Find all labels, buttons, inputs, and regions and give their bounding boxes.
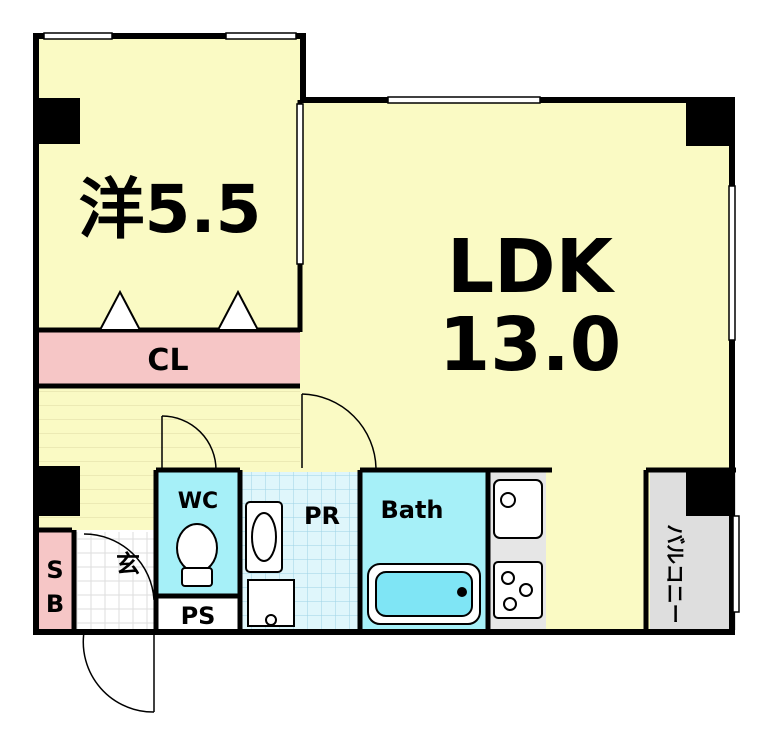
- pipe-space-floor: [158, 598, 238, 630]
- closet-label: CL: [147, 343, 188, 378]
- bath-label: Bath: [380, 496, 443, 524]
- toilet-fixture: [176, 523, 218, 587]
- windows: [43, 32, 740, 613]
- ldk-size-label: 13.0: [439, 302, 622, 388]
- western-room-label: 洋5.5: [79, 171, 262, 248]
- balcony-label: バルコニー: [663, 524, 687, 624]
- shoe-box-floor: [38, 532, 72, 630]
- interior-walls: [36, 100, 736, 632]
- wc-label: WC: [178, 489, 218, 514]
- washbasin-fixture: [245, 501, 283, 573]
- entrance-label: 玄: [116, 550, 140, 578]
- structural-columns: [36, 98, 732, 516]
- washer-pan: [247, 579, 295, 627]
- shoe-box-b-label: B: [46, 590, 64, 618]
- kitchen-fixtures: [493, 479, 543, 619]
- closet-floor: [38, 332, 300, 384]
- shoe-box-s-label: S: [46, 556, 63, 584]
- bathtub-fixture: [367, 563, 481, 625]
- pipe-space-label: PS: [181, 602, 216, 630]
- western-room-floor: [38, 38, 300, 332]
- closet-doors: [98, 289, 260, 331]
- ldk-name-label: LDK: [447, 224, 616, 310]
- door-swings: [82, 393, 377, 713]
- powder-room-label: PR: [304, 502, 340, 530]
- entrance-floor: [74, 532, 156, 630]
